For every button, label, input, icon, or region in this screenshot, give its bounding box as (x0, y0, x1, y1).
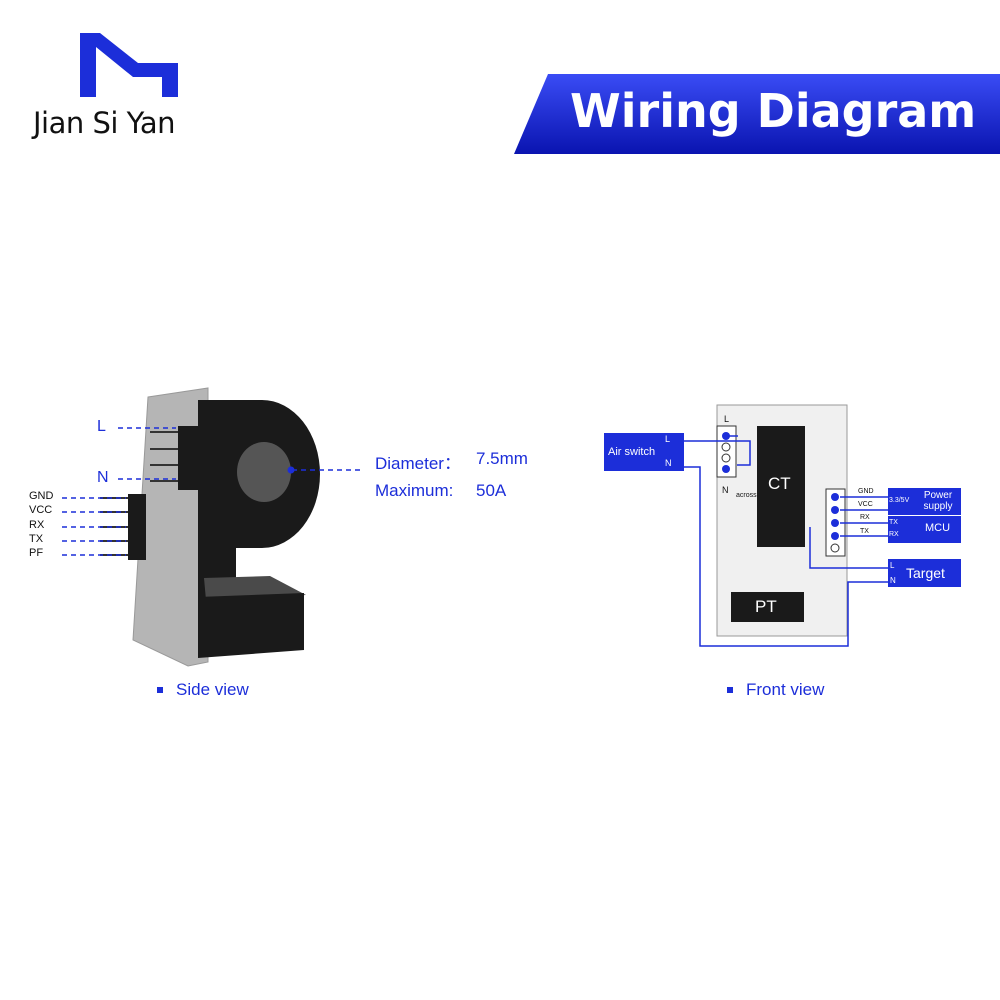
voltage-label: 3.3/5V (889, 497, 910, 504)
board-L-label: L (724, 414, 730, 424)
target-L-label: L (890, 561, 895, 570)
board-N-label: N (722, 485, 729, 495)
power-supply-box (888, 488, 961, 515)
header-bottom (128, 494, 146, 560)
pin-label-tx: TX (29, 533, 44, 545)
maximum-label: Maximum: (375, 481, 454, 500)
mcu-label: MCU (925, 522, 951, 534)
pt-block (198, 593, 304, 658)
mcu-tx-label: TX (889, 519, 898, 526)
maximum-value: 50A (476, 481, 507, 500)
signal-gnd: GND (858, 488, 874, 495)
side-view-caption: Side view (176, 680, 249, 699)
pin-label-gnd: GND (29, 490, 54, 502)
pin-label-vcc: VCC (29, 504, 53, 516)
target-N-label: N (890, 576, 896, 585)
pt-label: PT (755, 597, 777, 616)
air-switch-L: L (665, 434, 671, 444)
pin-label-L: L (97, 418, 106, 435)
air-switch-N: N (665, 458, 672, 468)
terminal-ln (716, 425, 737, 478)
diameter-value: 7.5mm (476, 449, 528, 468)
target-box (888, 559, 961, 587)
mcu-rx-label: RX (889, 531, 899, 538)
power-supply-label: Power supply (923, 490, 953, 512)
air-switch-box (604, 433, 684, 471)
pt-block-front (731, 592, 804, 622)
front-view-caption: Front view (746, 680, 825, 699)
pin-label-pf: PF (29, 547, 44, 559)
side-view-bullet (157, 687, 163, 693)
pin-label-rx: RX (29, 519, 45, 531)
front-view-drawing (604, 404, 961, 647)
ct-block (757, 426, 805, 547)
ct-label: CT (768, 474, 791, 493)
brand-logo-mark (80, 33, 178, 97)
mcu-box (888, 516, 961, 543)
across-label: across (736, 492, 757, 499)
ct-hole (237, 442, 291, 502)
header-top (178, 426, 198, 490)
signal-tx: TX (860, 528, 869, 535)
signal-rx: RX (860, 514, 870, 521)
diameter-label: Diameter： (375, 454, 461, 473)
front-view-bullet (727, 687, 733, 693)
brand-name: Jian Si Yan (33, 106, 176, 140)
pin-label-N: N (97, 469, 109, 486)
signal-vcc: VCC (858, 501, 873, 508)
title-banner (514, 74, 1000, 154)
ct-ring (198, 400, 320, 628)
side-view-drawing (62, 387, 362, 667)
banner-title: Wiring Diagram (570, 84, 977, 138)
target-label: Target (906, 565, 945, 581)
air-switch-label: Air switch (608, 446, 656, 458)
